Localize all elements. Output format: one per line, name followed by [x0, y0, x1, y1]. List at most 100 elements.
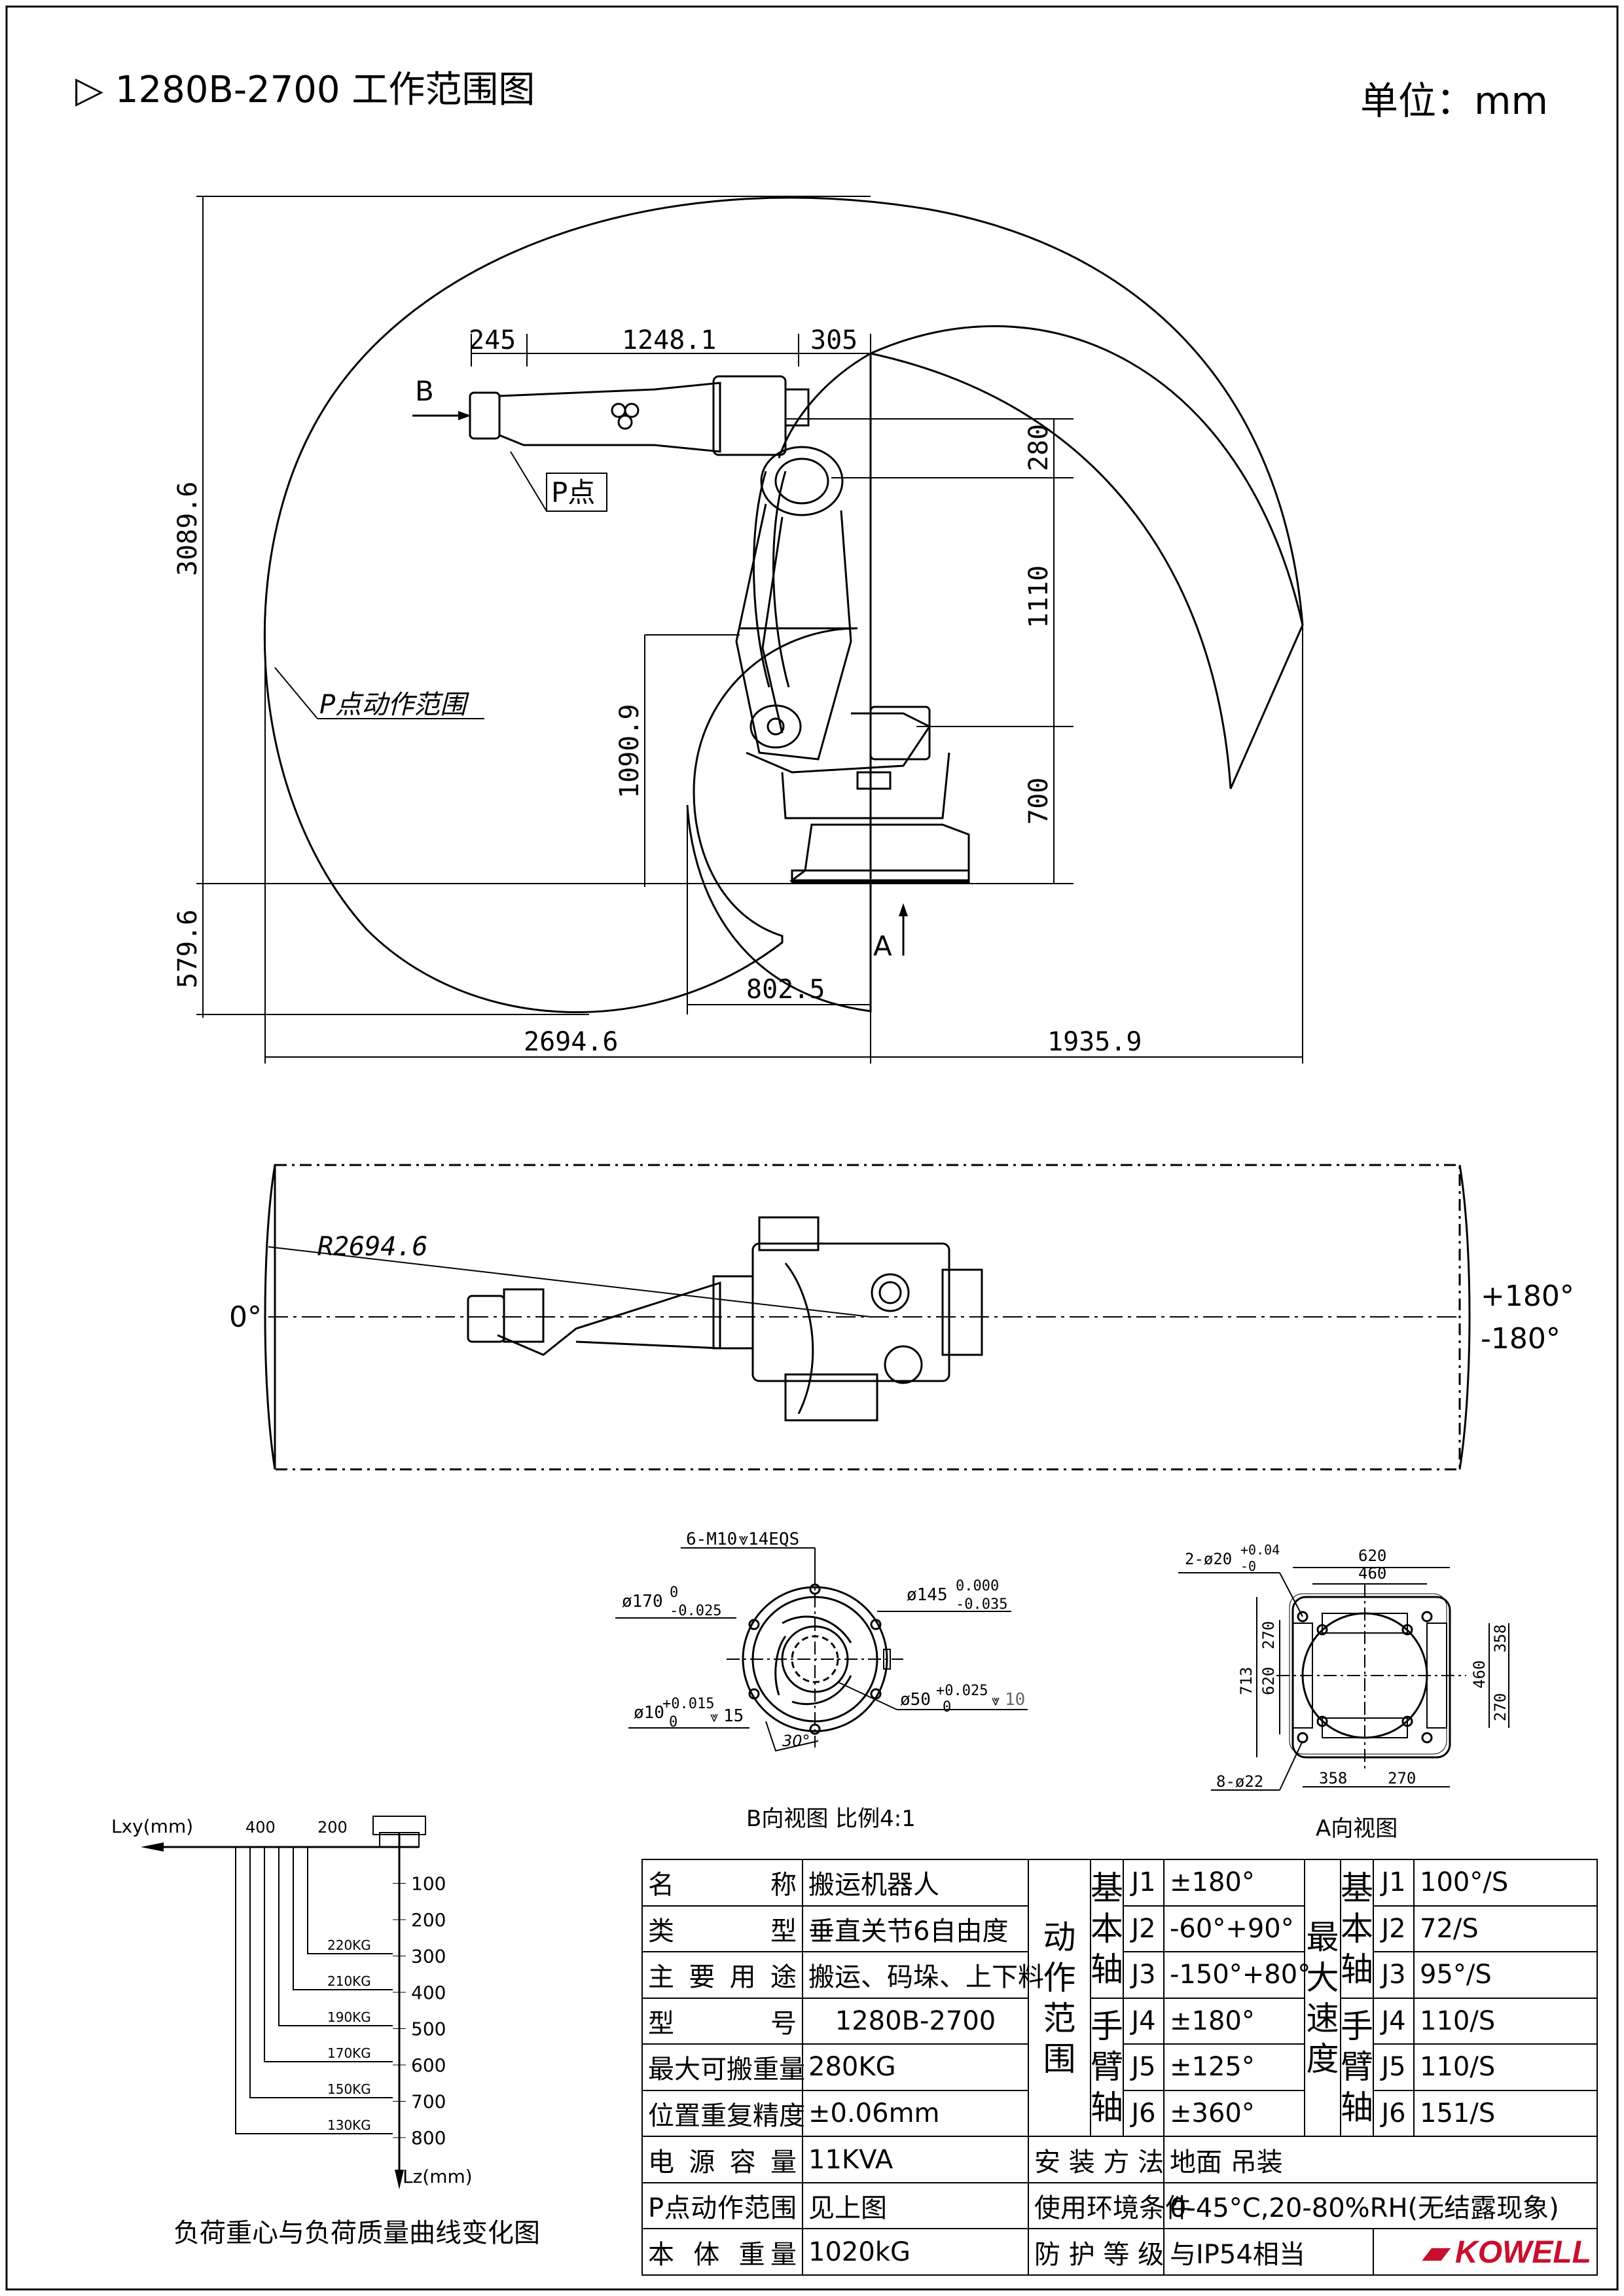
speed-wrist-axis-header: 手臂轴: [1340, 1997, 1374, 2138]
dim-1935: 1935.9: [1047, 1027, 1142, 1057]
svg-text:-0: -0: [1240, 1558, 1256, 1574]
joint-label: J1: [1373, 1859, 1415, 1907]
side-view: [196, 196, 1304, 1064]
dim-700: 700: [1024, 778, 1054, 825]
spec-protect-label: 防 护 等 级: [1028, 2228, 1164, 2276]
spec-power-value: 11KVA: [802, 2136, 1029, 2183]
load-chart-caption: 负荷重心与负荷质量曲线变化图: [173, 2218, 540, 2248]
joint-label: J3: [1373, 1951, 1415, 1999]
svg-text:620: 620: [1259, 1667, 1278, 1695]
svg-text:-0.025: -0.025: [670, 1603, 721, 1619]
x-tick-400: 400: [245, 1818, 276, 1837]
y-axis-label: Lz(mm): [403, 2166, 473, 2187]
spec-install-value: 地面 吊装: [1163, 2136, 1598, 2183]
spec-weight-value: 1020kG: [802, 2228, 1029, 2276]
svg-text:+0.025: +0.025: [936, 1683, 988, 1699]
drawing-title: ▷ 1280B-2700 工作范围图: [75, 72, 535, 109]
spec-repeat-value: ±0.06mm: [802, 2089, 1029, 2138]
svg-text:0: 0: [943, 1699, 951, 1715]
joint-label: J5: [1123, 2043, 1164, 2091]
spec-env-value: 0-45°C,20-80%RH(无结露现象): [1163, 2181, 1598, 2230]
dim-1110: 1110: [1024, 565, 1054, 628]
flange-angle: 30°: [782, 1732, 810, 1750]
svg-text:-0.035: -0.035: [956, 1596, 1007, 1613]
joint-speed: 100°/S: [1413, 1859, 1598, 1907]
dim-280: 280: [1024, 424, 1054, 471]
dim-3089: 3089.6: [173, 482, 203, 577]
curve-label: 190KG: [327, 2009, 371, 2025]
joint-speed: 110/S: [1413, 1997, 1598, 2045]
base-axis-header: 基本轴: [1090, 1859, 1124, 1999]
load-curve: [293, 1847, 393, 1990]
flange-d10: ø10: [634, 1703, 664, 1723]
svg-text:+0.04: +0.04: [1240, 1542, 1280, 1558]
joint-label: J3: [1123, 1951, 1164, 1999]
joint-speed: 110/S: [1413, 2043, 1598, 2091]
spec-use-value: 搬运、码垛、上下料: [802, 1951, 1044, 1999]
base-holes2: 2-ø20: [1185, 1550, 1232, 1568]
label-b: B: [415, 375, 434, 407]
dim-2694: 2694.6: [524, 1027, 619, 1057]
side-view-labels: B A P点 P点动作范围 245 1248.1 305 280 1110 70…: [173, 325, 1142, 1057]
y-tick-label: 400: [411, 1982, 446, 2003]
spec-name-label: 名 称: [641, 1859, 803, 1907]
dim-1090: 1090.9: [615, 704, 645, 799]
neg180-label: -180°: [1481, 1322, 1561, 1355]
dim-579: 579.6: [173, 910, 203, 988]
y-ticks: [393, 1883, 406, 2138]
joint-range: ±180°: [1163, 1859, 1305, 1907]
base-labels: 2-ø20 +0.04 -0 620 460 713 620 270 460 3…: [1178, 1542, 1509, 1791]
dim-245: 245: [469, 325, 516, 355]
svg-text:0: 0: [669, 1714, 677, 1731]
svg-text:270: 270: [1491, 1693, 1509, 1721]
joint-label: J4: [1373, 1997, 1415, 2045]
joint-range: ±360°: [1163, 2089, 1305, 2138]
load-curve: [249, 1847, 393, 2098]
work-envelope-outer: [263, 196, 1304, 1013]
base-caption: A向视图: [1316, 1816, 1398, 1842]
spec-install-label: 安 装 方 法: [1028, 2136, 1164, 2183]
joint-label: J2: [1123, 1905, 1164, 1953]
top-view-labels: R2694.6 0° +180° -180°: [229, 1232, 1574, 1355]
spec-payload-label: 最大可搬重量: [641, 2043, 805, 2091]
joint-label: J2: [1373, 1905, 1415, 1953]
spec-use-label: 主 要 用 途: [641, 1951, 803, 1999]
base-holes8: 8-ø22: [1216, 1772, 1263, 1791]
spec-name-value: 搬运机器人: [802, 1859, 1029, 1907]
y-tick-label: 300: [411, 1946, 446, 1967]
svg-text:10: 10: [1005, 1690, 1025, 1710]
joint-label: J1: [1123, 1859, 1164, 1907]
dim-305: 305: [810, 325, 857, 355]
label-p-range: P点动作范围: [319, 690, 469, 720]
spec-type-value: 垂直关节6自由度: [802, 1905, 1029, 1953]
load-curve: [235, 1847, 393, 2134]
flange-caption: B向视图 比例4:1: [746, 1806, 916, 1832]
svg-text:⩔: ⩔: [710, 1709, 718, 1725]
joint-label: J6: [1123, 2089, 1164, 2138]
robot-top-drawing: [467, 1216, 983, 1422]
wrist-axis-header: 手臂轴: [1090, 1997, 1124, 2138]
top-view: [264, 1164, 1471, 1471]
load-chart: [141, 1816, 426, 2189]
load-curve: [278, 1847, 393, 2026]
spec-env-label: 使用环境条件: [1028, 2181, 1191, 2230]
title-text: 1280B-2700 工作范围图: [115, 69, 535, 111]
y-tick-label: 200: [411, 1909, 446, 1931]
joint-range: -60°+90°: [1163, 1905, 1305, 1953]
flange-holes: 6-M10⩔14EQS: [686, 1530, 799, 1549]
speed-base-axis-header: 基本轴: [1340, 1859, 1374, 1999]
joint-label: J5: [1373, 2043, 1415, 2091]
y-tick-label: 100: [411, 1873, 446, 1895]
curve-label: 170KG: [327, 2045, 371, 2061]
svg-text:460: 460: [1470, 1660, 1489, 1689]
y-tick-label: 800: [411, 2127, 446, 2149]
spec-power-label: 电 源 容 量: [641, 2136, 803, 2183]
svg-text:+0.015: +0.015: [662, 1696, 714, 1712]
svg-text:713: 713: [1237, 1667, 1255, 1695]
svg-text:⩔: ⩔: [992, 1693, 1000, 1709]
joint-label: J6: [1373, 2089, 1415, 2138]
flange-d50: ø50: [900, 1690, 931, 1710]
joint-speed: 72/S: [1413, 1905, 1598, 1953]
